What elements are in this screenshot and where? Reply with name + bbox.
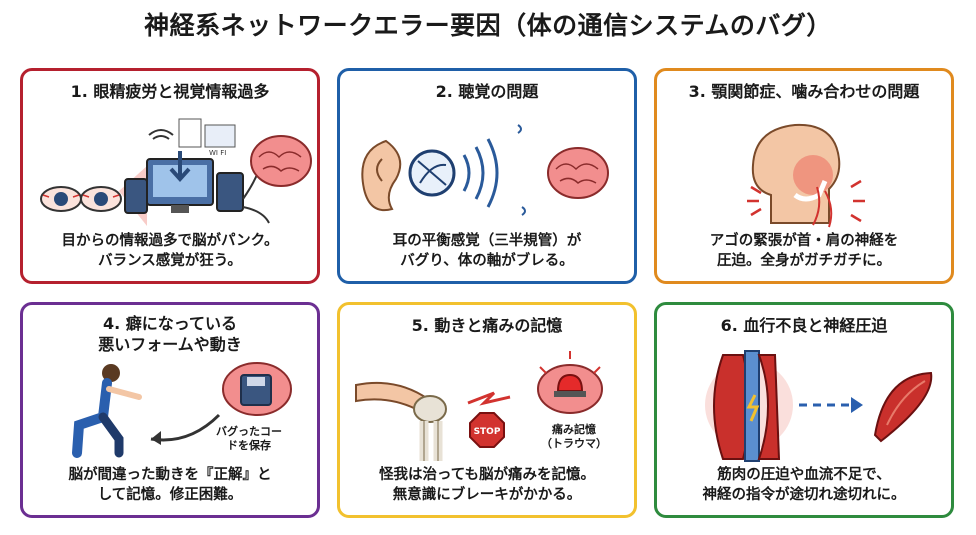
card-description: アゴの緊張が首・肩の神経を 圧迫。全身がガチガチに。 bbox=[709, 233, 899, 269]
brain-floppy-icon bbox=[222, 362, 292, 416]
card-description: 筋肉の圧迫や血流不足で、 神経の指令が途切れ途切れに。 bbox=[702, 467, 906, 503]
card-hearing: 2. 聴覚の問題 耳の平衡感覚（三半規管）が バグり、 bbox=[337, 68, 637, 284]
pain-memory-illustration: STOP 痛み記憶 （トラウマ） bbox=[346, 345, 628, 463]
wifi-icon: WI FI bbox=[148, 118, 236, 157]
card-heading: 1. 眼精疲労と視覚情報過多 bbox=[70, 82, 270, 101]
card-heading: 5. 動きと痛みの記憶 bbox=[411, 316, 563, 335]
card-heading: 4. 癖になっている 悪いフォームや動き bbox=[98, 314, 242, 354]
circulation-illustration bbox=[663, 345, 945, 463]
card-heading: 6. 血行不良と神経圧迫 bbox=[720, 316, 888, 335]
head-profile-icon bbox=[751, 123, 841, 228]
card-bad-form: 4. 癖になっている 悪いフォームや動き バグったコー ドを保存 脳が間違った動… bbox=[20, 302, 320, 518]
brain-alarm-icon bbox=[537, 351, 603, 414]
hearing-illustration bbox=[346, 111, 628, 229]
card-heading: 3. 顎関節症、噛み合わせの問題 bbox=[688, 82, 920, 101]
page-title: 神経系ネットワークエラー要因（体の通信システムのバグ） bbox=[144, 11, 832, 40]
trauma-label: 痛み記憶 （トラウマ） bbox=[541, 423, 607, 450]
devices-icon bbox=[124, 151, 244, 214]
card-jaw: 3. 顎関節症、噛み合わせの問題 アゴの緊張が首・肩の神経を 圧迫。全身がガチガ… bbox=[654, 68, 954, 284]
card-heading: 2. 聴覚の問題 bbox=[435, 82, 539, 101]
stop-sign-icon: STOP bbox=[469, 412, 505, 448]
muscle-icon bbox=[873, 371, 933, 443]
stop-sign-label: STOP bbox=[474, 427, 501, 437]
pain-spark-icon bbox=[747, 179, 865, 223]
brain-icon bbox=[250, 135, 312, 187]
card-description: 耳の平衡感覚（三半規管）が バグり、体の軸がブレる。 bbox=[392, 233, 582, 269]
knee-icon bbox=[355, 381, 447, 461]
brain-icon bbox=[547, 147, 609, 199]
card-description: 怪我は治っても脳が痛みを記憶。 無意識にブレーキがかかる。 bbox=[378, 467, 596, 503]
wifi-label: WI FI bbox=[209, 149, 226, 157]
squat-figure-icon bbox=[72, 364, 142, 458]
card-description: 脳が間違った動きを『正解』と して記憶。修正困難。 bbox=[68, 467, 272, 503]
sound-waves-icon bbox=[462, 124, 526, 216]
ear-icon bbox=[361, 139, 402, 211]
saved-code-label: バグったコー ドを保存 bbox=[216, 425, 282, 452]
jaw-illustration bbox=[663, 111, 945, 229]
card-circulation: 6. 血行不良と神経圧迫 筋肉の圧迫や血流不足で、 神経の指令が途切れ途切れに。 bbox=[654, 302, 954, 518]
card-description: 目からの情報過多で脳がパンク。 バランス感覚が狂う。 bbox=[61, 233, 279, 269]
bad-form-illustration: バグったコー ドを保存 bbox=[29, 359, 311, 469]
card-eye-strain: 1. 眼精疲労と視覚情報過多 W bbox=[20, 68, 320, 284]
muscle-compression-icon bbox=[713, 350, 781, 462]
eye-strain-illustration: WI FI bbox=[29, 111, 312, 229]
eyes-icon bbox=[40, 186, 122, 212]
card-pain-memory: 5. 動きと痛みの記憶 STOP 痛み記憶 （トラウマ） bbox=[337, 302, 637, 518]
inner-ear-icon bbox=[408, 149, 456, 197]
